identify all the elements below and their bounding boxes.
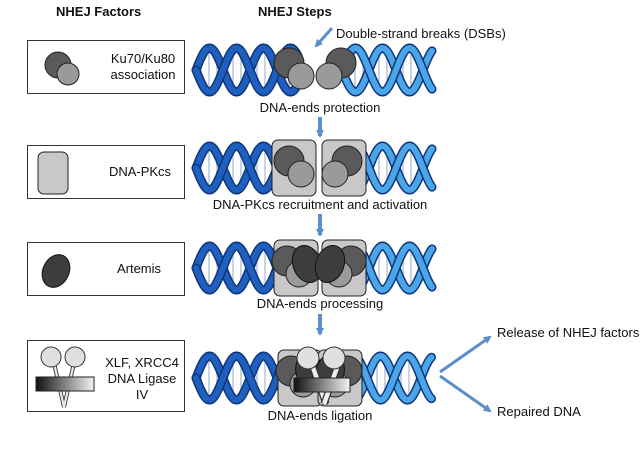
- dna-right-segment: [337, 43, 437, 97]
- artemis-complex-row-3: [271, 239, 367, 297]
- factor-label-ligase: XLF, XRCC4 DNA Ligase IV: [105, 355, 179, 402]
- dsb-arrow: [314, 27, 334, 48]
- artemis-icon: [41, 254, 71, 288]
- factor-box-ligase: XLF, XRCC4 DNA Ligase IV: [27, 340, 185, 412]
- dna-pkcs-icon: [37, 151, 69, 195]
- factor-label-dna-pkcs: DNA-PKcs: [108, 164, 172, 179]
- step-label-protection: DNA-ends protection: [259, 100, 381, 115]
- ku-complex-row-1: [273, 47, 357, 90]
- release-arrow: [439, 335, 492, 374]
- factor-box-dna-pkcs: DNA-PKcs: [27, 145, 185, 199]
- outcome-repaired: Repaired DNA: [497, 404, 581, 419]
- ligase-complex-row-4: [275, 346, 363, 407]
- step-label-ligation: DNA-ends ligation: [267, 408, 373, 423]
- ligase-complex-icon: [35, 346, 95, 408]
- factor-label-artemis: Artemis: [116, 261, 162, 276]
- repaired-arrow: [439, 374, 492, 413]
- step-label-processing: DNA-ends processing: [256, 296, 384, 311]
- factor-box-artemis: Artemis: [27, 242, 185, 296]
- factors-header: NHEJ Factors: [56, 4, 142, 19]
- steps-header: NHEJ Steps: [258, 4, 332, 19]
- ku70-ku80-icon: [44, 51, 80, 86]
- factor-label-ku: Ku70/Ku80 association: [110, 51, 176, 82]
- dsb-annotation: Double-strand breaks (DSBs): [336, 26, 506, 41]
- outcome-release: Release of NHEJ factors: [497, 325, 640, 340]
- dna-pkcs-complex-row-2: [271, 139, 367, 197]
- step-label-recruitment: DNA-PKcs recruitment and activation: [212, 197, 428, 212]
- factor-box-ku: Ku70/Ku80 association: [27, 40, 185, 94]
